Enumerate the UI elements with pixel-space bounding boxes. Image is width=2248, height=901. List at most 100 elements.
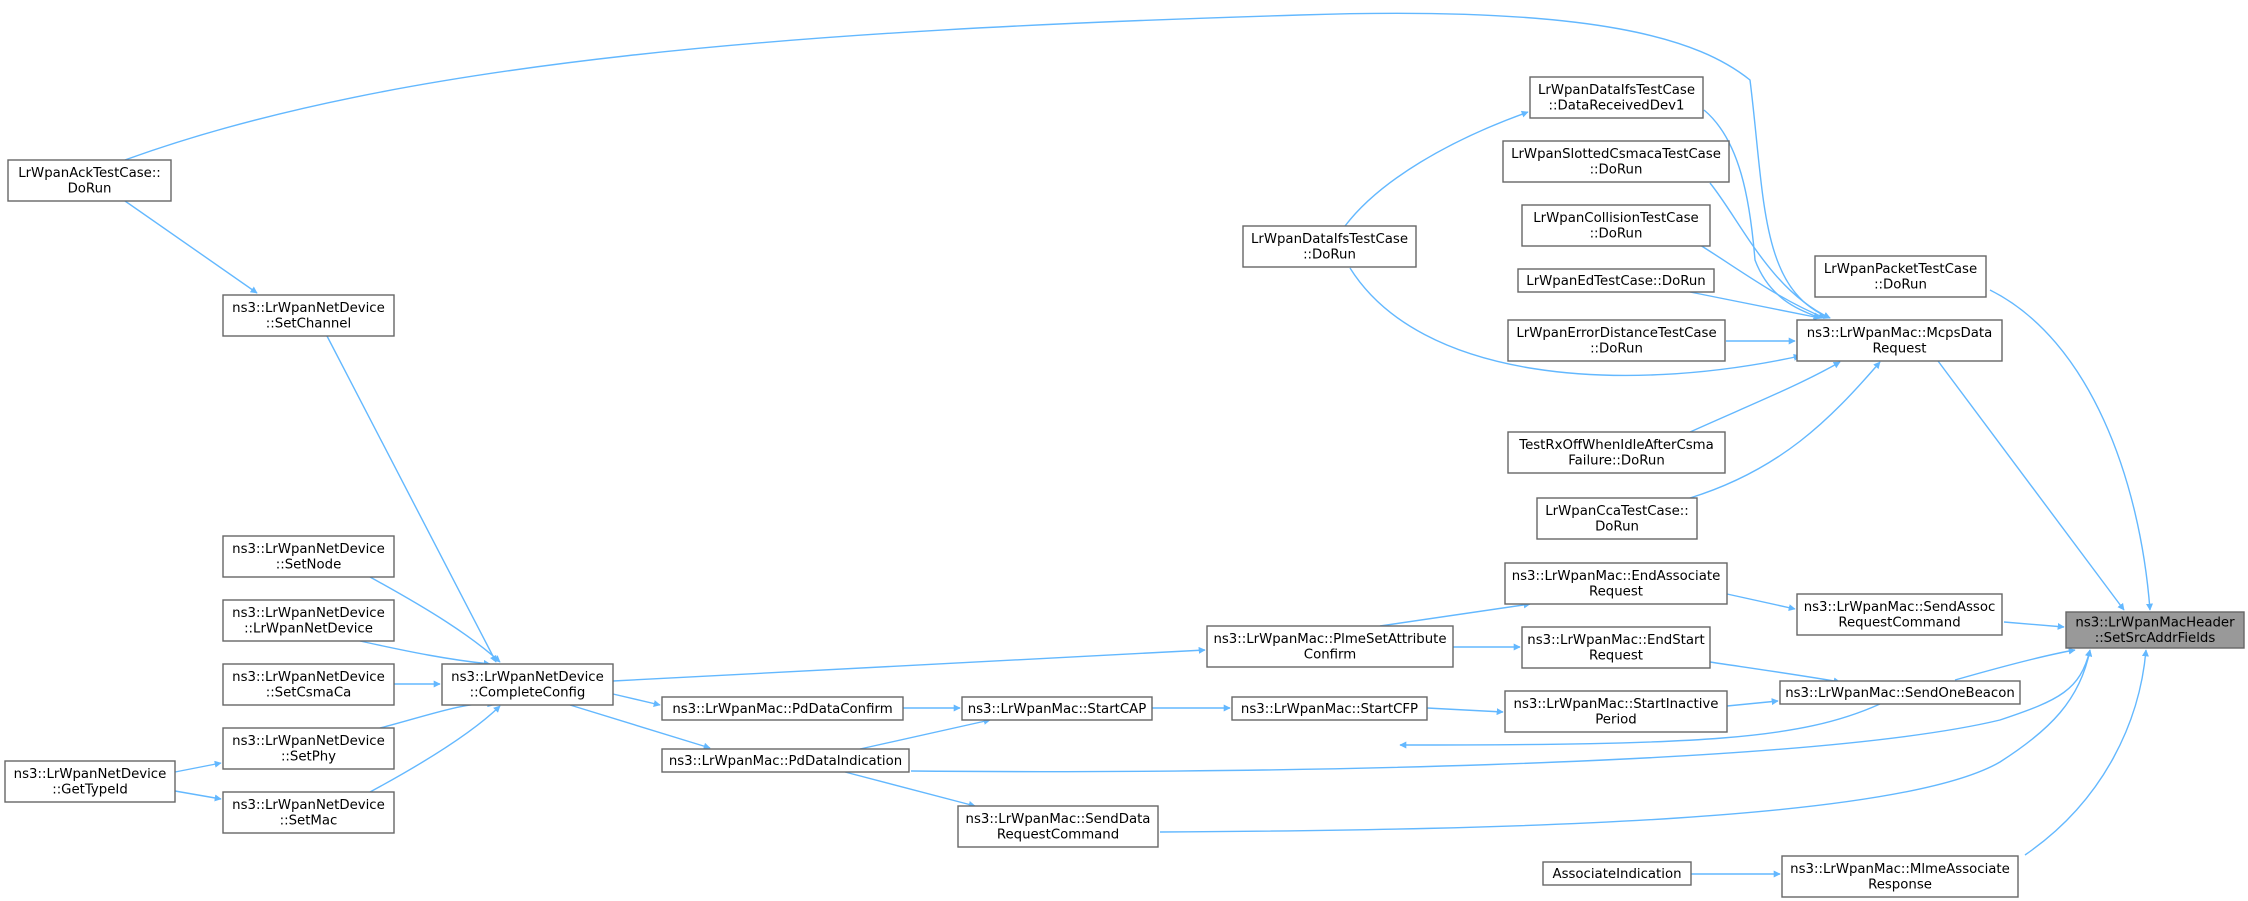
node-setChannel[interactable]: ns3::LrWpanNetDevice::SetChannel: [222, 294, 395, 337]
edge-ack-to-mcps: [124, 12, 1831, 319]
graph-nodes: ns3::LrWpanMacHeader::SetSrcAddrFields Lr…: [4, 76, 2245, 898]
node-label-line: DoRun: [1595, 520, 1639, 535]
node-setNode[interactable]: ns3::LrWpanNetDevice::SetNode: [222, 535, 395, 578]
node-label-line: RequestCommand: [1838, 616, 1960, 631]
node-cca[interactable]: LrWpanCcaTestCase::DoRun: [1536, 497, 1698, 540]
node-sendBeacon[interactable]: ns3::LrWpanMac::SendOneBeacon: [1779, 680, 2021, 705]
node-label-line: ns3::LrWpanNetDevice: [232, 798, 385, 813]
node-box: [1231, 696, 1428, 721]
node-label-line: Failure::DoRun: [1568, 454, 1665, 469]
edge-line: [1426, 707, 1504, 716]
edge-line: [124, 200, 258, 294]
node-label-line: ns3::LrWpanMac::SendOneBeacon: [1785, 686, 2015, 701]
node-label-line: ns3::LrWpanMac::StartCFP: [1241, 702, 1418, 717]
node-box: [1242, 225, 1417, 268]
edge-dataIfsDoRun-to-mcps: [1349, 267, 1801, 377]
node-label-line: Response: [1868, 878, 1932, 893]
node-startCap[interactable]: ns3::LrWpanMac::StartCAP: [961, 696, 1153, 721]
node-box: [222, 535, 395, 578]
node-ed[interactable]: LrWpanEdTestCase::DoRun: [1517, 268, 1715, 293]
node-errDist[interactable]: LrWpanErrorDistanceTestCase::DoRun: [1507, 319, 1726, 362]
node-label-line: LrWpanAckTestCase::: [18, 166, 161, 181]
edge-mcps-to-root: [1937, 360, 2125, 611]
node-label-line: ::DataReceivedDev1: [1549, 99, 1685, 114]
node-setPhy[interactable]: ns3::LrWpanNetDevice::SetPhy: [222, 727, 395, 770]
node-pdDataIndication[interactable]: ns3::LrWpanMac::PdDataIndication: [661, 748, 910, 773]
node-dataIfsRecv[interactable]: LrWpanDataIfsTestCase::DataReceivedDev1: [1529, 76, 1704, 119]
edge-line: [844, 771, 976, 808]
node-slotted[interactable]: LrWpanSlottedCsmacaTestCase::DoRun: [1502, 140, 1730, 183]
node-setCsma[interactable]: ns3::LrWpanNetDevice::SetCsmaCa: [222, 663, 395, 706]
node-startCfp[interactable]: ns3::LrWpanMac::StartCFP: [1231, 696, 1428, 721]
node-label-line: ns3::LrWpanMac::PdDataIndication: [669, 754, 902, 769]
node-packet[interactable]: LrWpanPacketTestCase::DoRun: [1814, 255, 1987, 298]
node-box: [1507, 319, 1726, 362]
edge-setNode-to-completeConfig: [369, 576, 501, 663]
node-label-line: ns3::LrWpanMac::MlmeAssociate: [1790, 862, 2010, 877]
edge-line: [1379, 601, 1531, 627]
edge-sendBeacon-to-startCap: [1399, 703, 1881, 749]
node-ctor[interactable]: ns3::LrWpanNetDevice::LrWpanNetDevice: [222, 599, 395, 642]
node-pdDataConfirm[interactable]: ns3::LrWpanMac::PdDataConfirm: [661, 696, 904, 721]
edge-line: [124, 12, 1831, 319]
edge-dataIfsRecv-to-mcps: [1703, 109, 1821, 319]
node-label-line: Request: [1872, 342, 1926, 357]
node-assocInd[interactable]: AssociateIndication: [1542, 861, 1692, 886]
edge-line: [174, 790, 222, 802]
node-label-line: ::DoRun: [1590, 342, 1643, 357]
edge-line: [2024, 649, 2149, 856]
edge-sendBeacon-to-root: [1954, 647, 2076, 681]
node-box: [1781, 855, 2019, 898]
edge-line: [369, 576, 501, 663]
node-completeConfig[interactable]: ns3::LrWpanNetDevice::CompleteConfig: [441, 663, 614, 706]
node-label-line: ns3::LrWpanNetDevice: [232, 542, 385, 557]
node-root[interactable]: ns3::LrWpanMacHeader::SetSrcAddrFields: [2065, 611, 2245, 649]
node-label-line: DoRun: [68, 182, 112, 197]
node-label-line: ns3::LrWpanMac::SendAssoc: [1804, 600, 1996, 615]
edge-line: [612, 693, 661, 707]
edge-endAssoc-to-sendAssoc: [1726, 593, 1796, 612]
edge-mlmeAssoc-to-root: [2024, 649, 2149, 856]
node-label-line: ns3::LrWpanNetDevice: [451, 670, 604, 685]
node-label-line: Request: [1589, 585, 1643, 600]
node-box: [1502, 140, 1730, 183]
node-dataIfsDoRun[interactable]: LrWpanDataIfsTestCase::DoRun: [1242, 225, 1417, 268]
node-label-line: ::SetMac: [280, 814, 338, 829]
edge-rxOff-to-mcps: [1689, 361, 1841, 433]
node-box: [1814, 255, 1987, 298]
node-label-line: LrWpanCollisionTestCase: [1533, 211, 1698, 226]
edge-line: [612, 646, 1206, 682]
edge-pdDataIndication-to-startCap: [859, 717, 991, 750]
edge-line: [369, 705, 501, 793]
node-label-line: ns3::LrWpanMac::PlmeSetAttribute: [1213, 632, 1446, 647]
node-getTypeId[interactable]: ns3::LrWpanNetDevice::GetTypeId: [4, 760, 176, 803]
edge-pdDataIndication-to-root: [910, 649, 2092, 773]
edge-plmeSet-to-endAssoc: [1379, 601, 1531, 627]
node-label-line: ns3::LrWpanMac::EndAssociate: [1512, 569, 1721, 584]
edge-line: [1726, 593, 1796, 612]
edge-line: [910, 649, 2092, 773]
node-collision[interactable]: LrWpanCollisionTestCase::DoRun: [1521, 204, 1711, 247]
node-box: [1521, 204, 1711, 247]
node-box: [1517, 268, 1715, 293]
edge-ctor-to-completeConfig: [359, 640, 491, 667]
node-box: [4, 760, 176, 803]
edge-line: [1159, 649, 2093, 833]
node-label-line: ns3::LrWpanNetDevice: [232, 606, 385, 621]
node-box: [1796, 593, 2003, 636]
node-label-line: ::CompleteConfig: [470, 686, 586, 701]
node-setMac[interactable]: ns3::LrWpanNetDevice::SetMac: [222, 791, 395, 834]
node-ack[interactable]: LrWpanAckTestCase::DoRun: [7, 159, 172, 202]
node-label-line: ::DoRun: [1590, 227, 1643, 242]
node-label-line: ns3::LrWpanMac::EndStart: [1527, 633, 1704, 648]
edge-packet-to-root: [1989, 289, 2154, 611]
